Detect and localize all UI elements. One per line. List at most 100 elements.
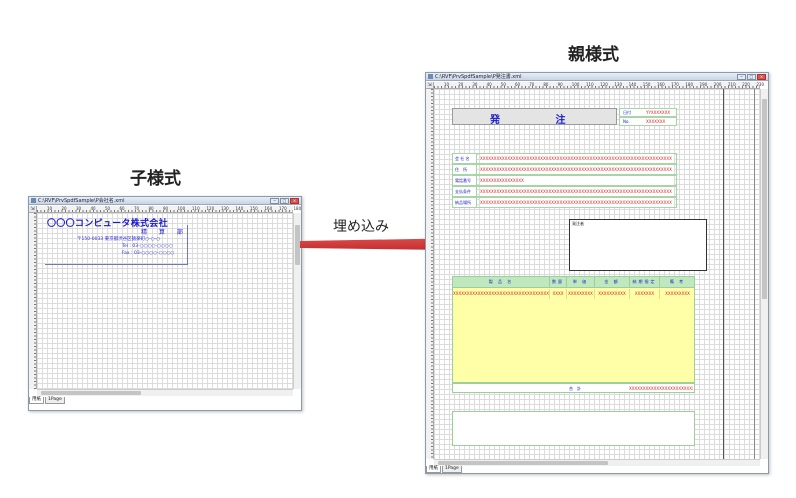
field-address: 住 所 XXXXXXXXXXXXXXXXXXXXXXXXXXXXXXXXXXXX… bbox=[452, 164, 677, 175]
child-horizontal-scrollbar[interactable] bbox=[37, 389, 293, 396]
parent-form-heading: 親様式 bbox=[568, 45, 619, 65]
ruler-tick-label: 100 bbox=[571, 82, 580, 87]
ruler-tick-label: 10 bbox=[47, 206, 53, 211]
ruler-tick-label: 140 bbox=[628, 82, 637, 87]
ruler-tick-label: 20 bbox=[61, 206, 67, 211]
ruler-tick-label: 40 bbox=[486, 82, 492, 87]
ruler-tick-label: 110 bbox=[586, 82, 594, 87]
field-value: XXXXXXXXXXXXXXXX bbox=[480, 176, 674, 185]
select-tool-icon[interactable]: ⇲ bbox=[29, 206, 37, 213]
header-frame bbox=[45, 225, 188, 265]
company-address: 〒150-0033 東京都渋谷区猿楽町○-○-○ bbox=[77, 237, 161, 242]
no-value: XXXXXXX bbox=[646, 119, 666, 124]
tab-page1[interactable]: 1Page bbox=[442, 466, 462, 473]
ruler-tick-label: 170 bbox=[279, 206, 287, 211]
child-titlebar[interactable]: C:\RVF\PrvSpdfSample\P会社名.xml − □ × bbox=[29, 197, 301, 205]
field-phone: 電話番号 XXXXXXXXXXXXXXXX bbox=[452, 175, 677, 186]
ruler-tick-label: 80 bbox=[543, 82, 549, 87]
child-hscroll-thumb[interactable] bbox=[41, 391, 141, 395]
parent-titlebar[interactable]: C:\RVF\PrvSpdfSample\P発注書.xml − □ × bbox=[426, 73, 768, 81]
ruler-tick-label: 10 bbox=[444, 82, 450, 87]
parent-vertical-scrollbar[interactable] bbox=[760, 89, 768, 459]
field-label: 支払条件 bbox=[453, 187, 477, 196]
field-value: XXXXXXXXXXXXXXXXXXXXXXXXXXXXXXXXXXXXXXXX… bbox=[480, 198, 674, 207]
date-box bbox=[619, 108, 677, 117]
field-label: 納品場所 bbox=[453, 198, 477, 207]
document-icon bbox=[428, 74, 433, 79]
field-label: 電話番号 bbox=[453, 176, 477, 185]
minimize-button[interactable]: − bbox=[737, 74, 746, 80]
child-form-heading: 子様式 bbox=[130, 169, 181, 189]
table-header: 製 品 名 数量 単 価 金 額 納期指定 備 考 bbox=[453, 277, 694, 288]
ruler-tick-label: 40 bbox=[90, 206, 96, 211]
ruler-tick-label: 120 bbox=[600, 82, 608, 87]
ruler-tick-label: 80 bbox=[148, 206, 154, 211]
department-name: 精 算 部 bbox=[141, 229, 188, 236]
cell-due-date: XXXXXXX bbox=[630, 289, 660, 299]
page-boundary-line bbox=[723, 89, 724, 459]
total-value: XXXXXXXXXXXXXXXXXXXXXXXXXX bbox=[629, 386, 693, 391]
col-notes: 備 考 bbox=[669, 279, 686, 284]
parent-horizontal-scrollbar[interactable] bbox=[434, 459, 760, 466]
cell-notes: XXXXXXXXX bbox=[665, 291, 690, 296]
parent-vscroll-thumb[interactable] bbox=[762, 99, 767, 299]
document-icon bbox=[31, 198, 36, 203]
close-button[interactable]: × bbox=[757, 74, 766, 80]
col-amount: 金 額 bbox=[595, 277, 630, 287]
date-label: 日付 bbox=[623, 110, 631, 115]
maximize-button[interactable]: □ bbox=[747, 74, 756, 80]
left-ruler[interactable] bbox=[29, 213, 37, 389]
col-due-date: 納期指定 bbox=[630, 277, 660, 287]
ruler-tick-label: 110 bbox=[192, 206, 200, 211]
child-window-title: C:\RVF\PrvSpdfSample\P会社名.xml bbox=[38, 198, 125, 204]
child-form-window[interactable]: C:\RVF\PrvSpdfSample\P会社名.xml − □ × ⇲ 10… bbox=[28, 196, 302, 411]
ruler-tick-label: 100 bbox=[177, 206, 186, 211]
child-vscroll-thumb[interactable] bbox=[295, 225, 300, 265]
ruler-tick-label: 130 bbox=[221, 206, 229, 211]
ruler-tick-label: 150 bbox=[642, 82, 651, 87]
parent-sheet-tabs: 用紙 1Page bbox=[426, 466, 462, 473]
ruler-tick-label: 130 bbox=[614, 82, 623, 87]
parent-form-window[interactable]: C:\RVF\PrvSpdfSample\P発注書.xml − □ × ⇲ 10… bbox=[425, 72, 769, 474]
total-row: 合 計 XXXXXXXXXXXXXXXXXXXXXXXXXX bbox=[452, 383, 695, 393]
ruler-tick-label: 20 bbox=[458, 82, 464, 87]
embedded-child-frame[interactable] bbox=[569, 219, 707, 271]
field-company: 会 社 名 XXXXXXXXXXXXXXXXXXXXXXXXXXXXXXXXXX… bbox=[452, 153, 677, 164]
minimize-button[interactable]: − bbox=[270, 198, 279, 204]
close-button[interactable]: × bbox=[290, 198, 299, 204]
field-label: 会 社 名 bbox=[453, 154, 477, 163]
parent-hscroll-thumb[interactable] bbox=[438, 461, 608, 465]
cell-product: XXXXXXXXXXXXXXXXXXXXXXXXXXXXXXXXXXX bbox=[453, 289, 550, 299]
parent-form-canvas[interactable]: 発 注 書 日付 YYXXXXXXX No. XXXXXXX 会 社 名 XXX… bbox=[434, 89, 762, 459]
stamp-label: 発注者 bbox=[572, 221, 584, 226]
no-box bbox=[619, 117, 677, 126]
tab-paper[interactable]: 用紙 bbox=[426, 466, 441, 473]
remarks-box bbox=[452, 411, 695, 446]
ruler-tick-label: 120 bbox=[206, 206, 215, 211]
total-label: 合 計 bbox=[569, 386, 581, 391]
child-form-canvas[interactable]: 〇〇〇コンピュータ株式会社 精 算 部 〒150-0033 東京都渋谷区猿楽町○… bbox=[37, 213, 295, 389]
no-label: No. bbox=[623, 119, 630, 124]
left-ruler[interactable] bbox=[426, 89, 434, 459]
company-name: 〇〇〇コンピュータ株式会社 bbox=[47, 219, 168, 229]
ruler-tick-label: 70 bbox=[134, 206, 140, 211]
form-title-box bbox=[452, 108, 617, 125]
ruler-tick-label: 90 bbox=[163, 206, 169, 211]
tab-page1[interactable]: 1Page bbox=[45, 397, 65, 404]
tab-paper[interactable]: 用紙 bbox=[29, 397, 44, 404]
ruler-tick-label: 150 bbox=[250, 206, 258, 211]
child-vertical-scrollbar[interactable] bbox=[293, 213, 301, 389]
date-value: YYXXXXXXX bbox=[646, 110, 671, 115]
select-tool-icon[interactable]: ⇲ bbox=[426, 82, 434, 89]
child-sheet-tabs: 用紙 1Page bbox=[29, 397, 65, 404]
field-label: 住 所 bbox=[453, 165, 477, 174]
ruler-tick-label: 220 bbox=[742, 82, 750, 87]
ruler-tick-label: 160 bbox=[657, 82, 665, 87]
ruler-tick-label: 190 bbox=[699, 82, 708, 87]
ruler-tick-label: 210 bbox=[728, 82, 736, 87]
ruler-tick-label: 30 bbox=[76, 206, 82, 211]
maximize-button[interactable]: □ bbox=[280, 198, 289, 204]
